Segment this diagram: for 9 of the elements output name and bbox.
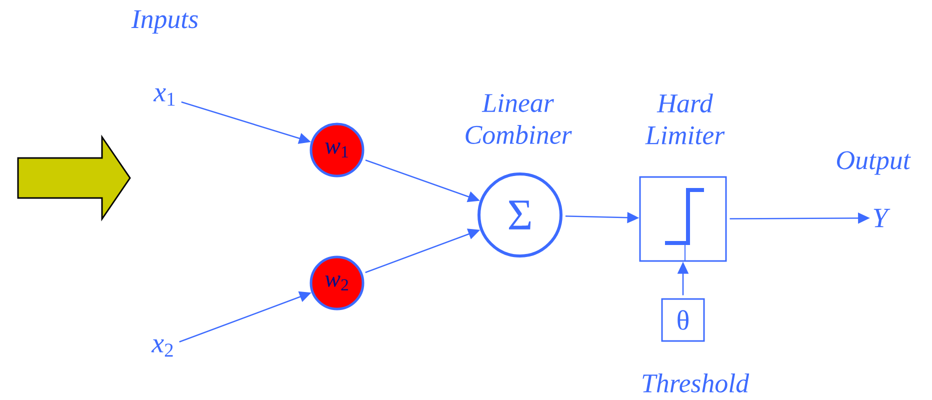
threshold-box: θ [661,298,705,342]
node-caption: Hard Limiter [645,94,725,144]
section-heading: Inputs [131,10,198,34]
variable-label: Y [874,208,890,228]
variable-label: x$_{2}$ [151,339,173,357]
node-caption: Threshold [642,374,750,392]
node-caption: Linear Combiner [466,94,572,144]
node-caption: Output [837,151,911,175]
variable-label: x$_{1}$ [153,88,175,106]
